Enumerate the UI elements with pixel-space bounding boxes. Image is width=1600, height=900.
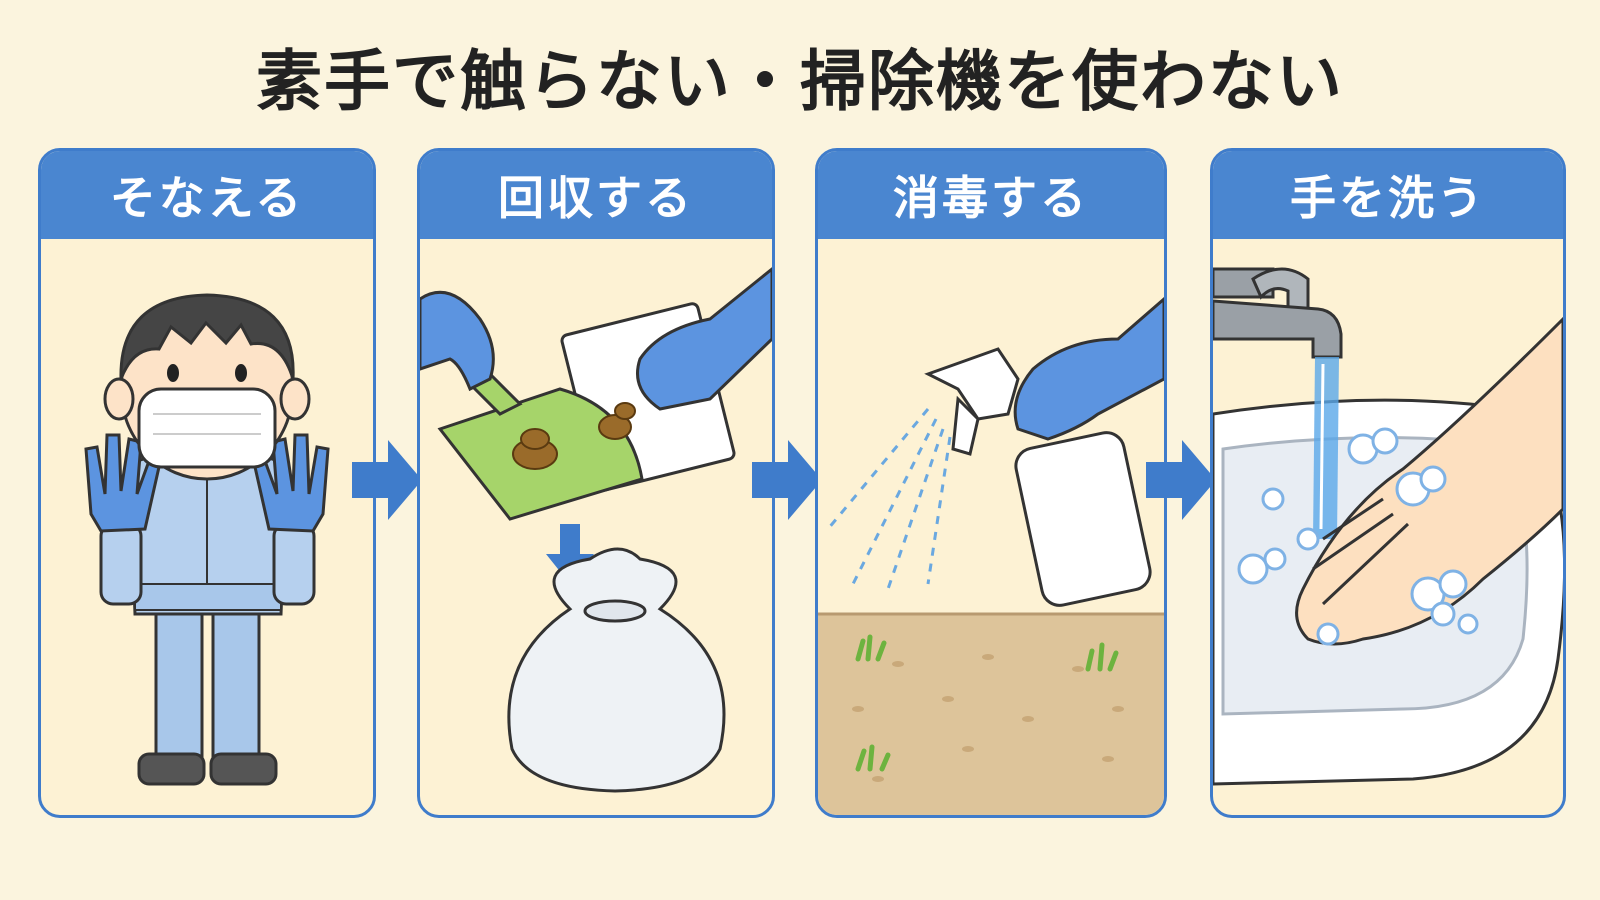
- page-title: 素手で触らない・掃除機を使わない: [256, 43, 1344, 120]
- dustpan-bag-icon: [420, 267, 772, 793]
- spray-bottle-icon: [818, 297, 1164, 815]
- arrow-right-icon: [352, 440, 422, 520]
- arrow-right-icon: [1146, 440, 1216, 520]
- step-header-wash-hands: 手を洗う: [1213, 151, 1563, 239]
- step-header-collect: 回収する: [420, 151, 772, 239]
- step-panel-prepare: そなえる: [38, 148, 376, 818]
- step-header-prepare: そなえる: [41, 151, 373, 239]
- step-panel-disinfect: 消毒する: [815, 148, 1167, 818]
- arrow-right-icon: [752, 440, 822, 520]
- step-panel-collect: 回収する: [417, 148, 775, 818]
- handwash-sink-icon: [1213, 267, 1563, 786]
- step-header-disinfect: 消毒する: [818, 151, 1164, 239]
- step-panel-wash-hands: 手を洗う: [1210, 148, 1566, 818]
- person-mask-gloves-icon: [84, 293, 330, 786]
